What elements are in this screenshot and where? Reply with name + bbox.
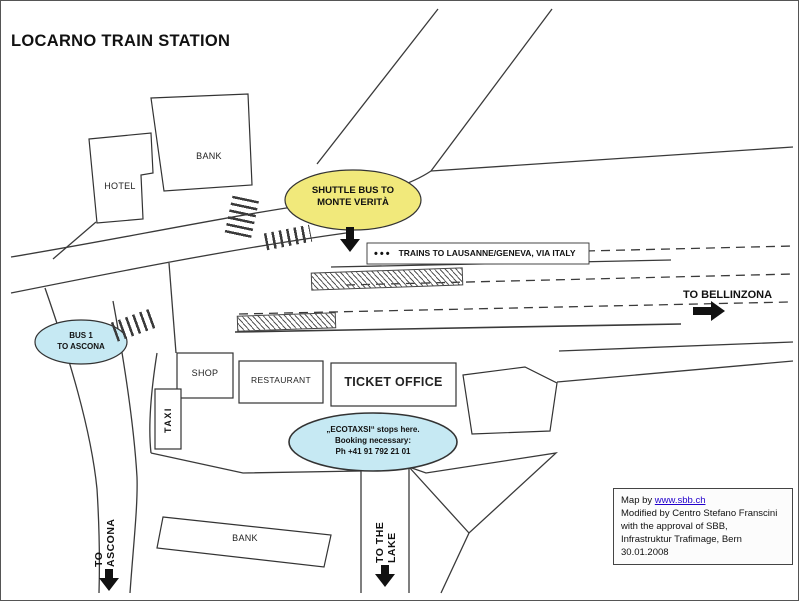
taxi-outline <box>154 388 182 450</box>
shuttle-down-arrow-icon <box>340 227 360 252</box>
ticket-office-outline <box>330 362 457 407</box>
bellinzona-label: TO BELLINZONA <box>683 289 773 301</box>
direction-arrows <box>99 227 725 591</box>
shop-label: SHOP <box>191 368 219 378</box>
lake-label: TO THE LAKE <box>374 521 398 563</box>
hotel-label: HOTEL <box>104 181 136 191</box>
bank-bottom-label: BANK <box>232 533 258 543</box>
credits-line5: 30.01.2008 <box>621 547 669 558</box>
credits-line4: Infrastruktur Trafimage, Bern <box>621 534 742 545</box>
shuttle-bubble-line2: MONTE VERITÀ <box>317 197 389 208</box>
trains-direction-text: TRAINS TO LAUSANNE/GENEVA, VIA ITALY <box>398 248 576 259</box>
track-dots-icon: ••• <box>374 248 392 260</box>
shuttle-bubble-label: SHUTTLE BUS TO MONTE VERITÀ <box>286 185 420 209</box>
trains-direction-label: ••• TRAINS TO LAUSANNE/GENEVA, VIA ITALY <box>374 248 576 261</box>
road-network <box>10 8 794 594</box>
bus-ascona-bubble-label: BUS 1 TO ASCONA <box>35 330 127 352</box>
ecotaxi-bubble-label: „ECOTAXSI“ stops here. Booking necessary… <box>291 424 455 457</box>
ascona-label: TO ASCONA <box>93 518 117 567</box>
hotel-outline <box>88 132 154 224</box>
taxi-label: TAXI <box>163 407 173 433</box>
shuttle-bubble-line1: SHUTTLE BUS TO <box>311 185 395 196</box>
ticket-office-label: TICKET OFFICE <box>344 375 443 389</box>
bank-top-label: BANK <box>196 151 222 161</box>
ecotaxi-line2: Booking necessary: <box>334 436 412 445</box>
sbb-link[interactable]: www.sbb.ch <box>654 495 706 506</box>
credits-line3: with the approval of SBB, <box>621 521 728 532</box>
restaurant-outline <box>238 360 324 404</box>
unnamed-building-outline <box>462 366 558 435</box>
lake-down-arrow-icon <box>375 565 395 587</box>
credits-box: Map by www.sbb.ch Modified by Centro Ste… <box>613 488 793 565</box>
building-outlines <box>88 93 590 568</box>
callout-bubbles <box>34 169 458 472</box>
bank-bottom-outline <box>156 516 332 568</box>
ecotaxi-bubble <box>288 412 458 472</box>
trains-label-box <box>366 242 590 265</box>
bus-ascona-line2: TO ASCONA <box>57 342 105 351</box>
credits-mapby-line: Map by www.sbb.ch <box>621 494 785 507</box>
credits-line2: Modified by Centro Stefano Franscini <box>621 508 778 519</box>
bus-ascona-bubble <box>34 319 128 365</box>
restaurant-label: RESTAURANT <box>251 375 311 385</box>
shop-outline <box>176 352 234 399</box>
credits-mapby-text: Map by <box>621 495 655 506</box>
ascona-down-arrow-icon <box>99 569 119 591</box>
page-title: LOCARNO TRAIN STATION <box>11 32 231 50</box>
ecotaxi-line3: Ph +41 91 792 21 01 <box>335 447 411 456</box>
ecotaxi-line1: „ECOTAXSI“ stops here. <box>326 425 420 434</box>
bank-top-outline <box>150 93 253 192</box>
bus-ascona-line1: BUS 1 <box>69 331 93 340</box>
bellinzona-right-arrow-icon <box>693 301 725 321</box>
